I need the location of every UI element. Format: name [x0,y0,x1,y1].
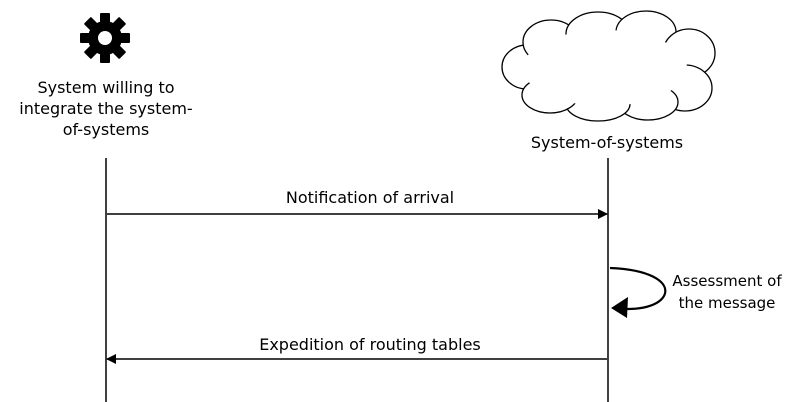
participant-left-label: System willing to integrate the system- … [0,77,212,140]
self-message-label-line: Assessment of [672,272,782,290]
message-expedition-label: Expedition of routing tables [259,335,481,354]
participant-right-label: System-of-systems [530,133,684,152]
self-message-label: Assessment of the message [664,270,790,314]
self-message-arrowhead [611,297,628,318]
cloud-icon [501,10,716,122]
self-message-label-line: the message [678,294,776,312]
gear-icon [80,13,130,63]
self-message-loop [609,266,667,311]
participant-left-label-line: integrate the system- [19,99,193,118]
participant-left-label-line: System willing to [37,78,175,97]
participant-left-label-line: of-systems [62,120,150,139]
message-notification-label: Notification of arrival [285,188,455,207]
